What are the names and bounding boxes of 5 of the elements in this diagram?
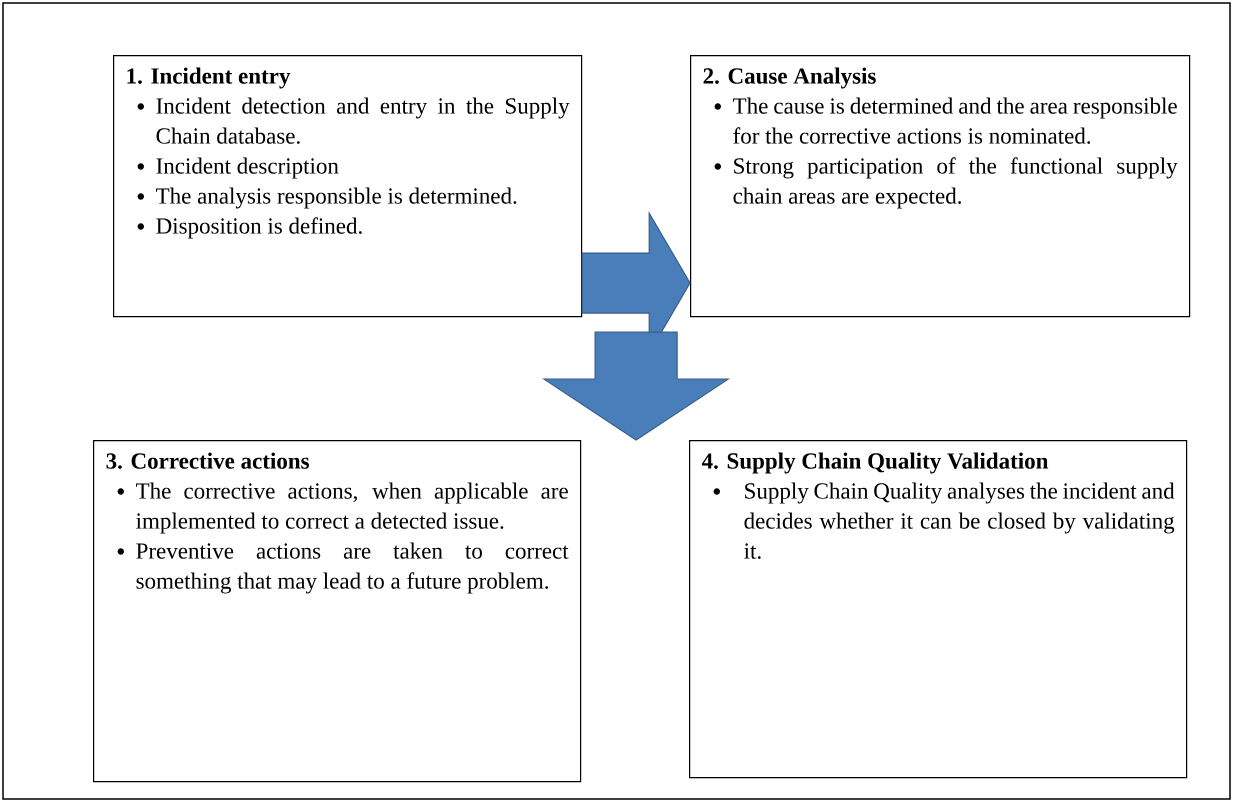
- step-box: 2. Cause Analysis The cause is determined and the area responsible for the corrective actions is nominated. Strong participation of the functional supply chain areas are expected.: [690, 55, 1191, 318]
- step-box: 3. Corrective actions The corrective actions, when applicable are implemented to correct a detected issue. Preventive actions are taken to correct something that may lead to a future problem.: [93, 440, 582, 783]
- step-box: 4. Supply Chain Quality Validation Supply Chain Quality analyses the incident and decides whether it can be closed by validating it.: [689, 440, 1188, 779]
- block-arrow: [542, 331, 731, 441]
- step-box: 1. Incident entry Incident detection and entry in the Supply Chain database. Incident description The analysis responsible is determined. Disposition is defined.: [113, 55, 583, 318]
